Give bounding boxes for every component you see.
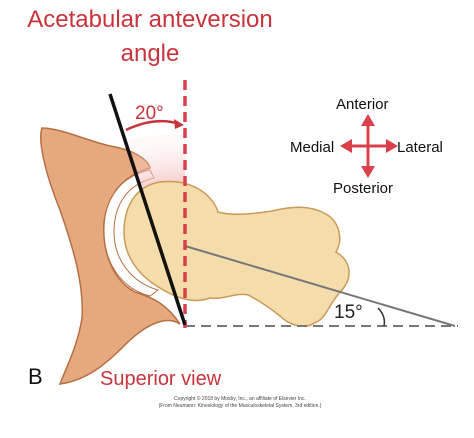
direction-lateral: Lateral — [397, 139, 443, 156]
femur — [123, 180, 350, 328]
copyright-line-2: (From Neumann: Kinesiology of the Muscul… — [158, 403, 322, 409]
angle-arc-arrowhead — [174, 119, 184, 129]
view-caption: Superior view — [100, 368, 222, 390]
femoral-angle-arc — [377, 307, 386, 327]
direction-anterior: Anterior — [336, 96, 389, 113]
anteversion-angle-label: 20° — [135, 103, 164, 124]
compass-arrows-icon — [340, 114, 398, 178]
title-line-2: angle — [120, 40, 180, 67]
acetabular-socket — [103, 169, 160, 297]
femoral-neck-axis-line — [184, 245, 456, 327]
femoral-angle-label: 15° — [334, 302, 363, 323]
direction-medial: Medial — [290, 139, 335, 156]
acetabular-axis-line — [108, 93, 187, 326]
title-line-1: Acetabular anteversion — [27, 6, 273, 33]
direction-posterior: Posterior — [333, 180, 394, 197]
copyright-line-1: Copyright © 2018 by Mosby, Inc., an affi… — [174, 396, 306, 402]
panel-label: B — [28, 364, 43, 389]
